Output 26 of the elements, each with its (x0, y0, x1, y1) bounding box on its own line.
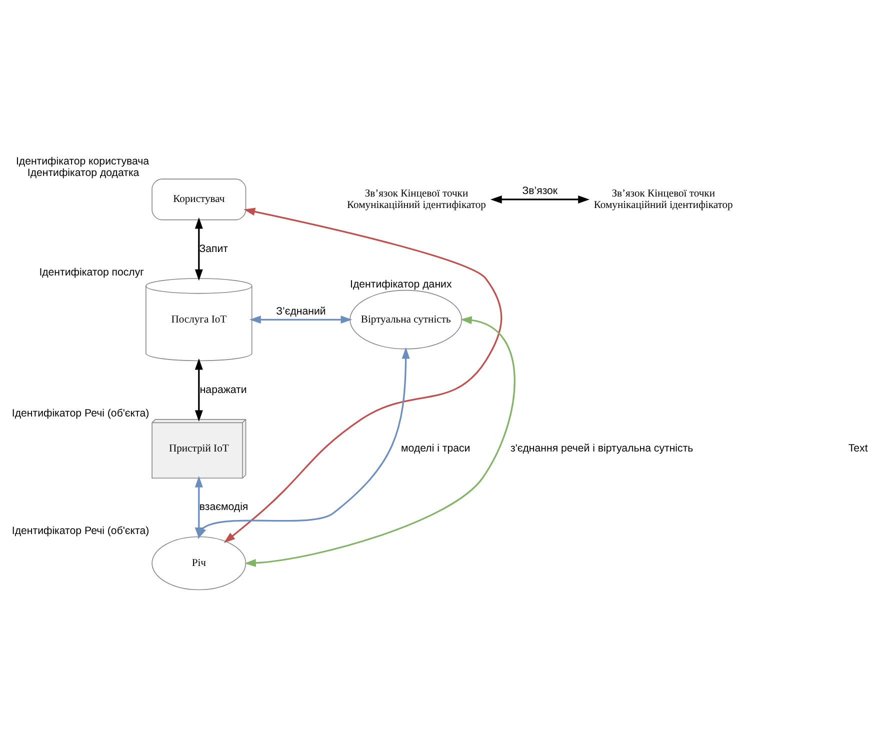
edge-label: Зв’язок (522, 184, 558, 197)
node-text: Зв’язок Кінцевої точки Комунікаційний ідентифікатор (346, 188, 486, 210)
arrow (198, 346, 410, 539)
arrow (194, 358, 203, 422)
edge-label: моделі і траси (401, 442, 470, 454)
node-label: Ідентифікатор додатка (27, 166, 140, 179)
arrow (490, 194, 590, 203)
label: Text (848, 442, 868, 454)
node-label: Ідентифікатор користувача (16, 155, 150, 168)
edge-label: взаємодія (199, 500, 248, 513)
node-ellipse: Віртуальна сутність (350, 289, 462, 349)
node-label: Ідентифікатор Речі (об'єкта) (12, 407, 150, 420)
node-ellipse: Річ (152, 536, 246, 590)
node-label: Ідентифікатор Речі (об'єкта) (12, 524, 150, 536)
edge-label: Запит (199, 242, 228, 254)
edge-label: наражати (200, 383, 247, 396)
node-label: Ідентифікатор даних (350, 278, 452, 290)
arrow (249, 315, 352, 324)
edge-label: з'єднання речей і віртуальна сутність (510, 442, 694, 454)
node-label: Ідентифікатор послуг (39, 266, 144, 278)
edge-label: З’єднаний (276, 304, 326, 317)
node-box: Користувач (152, 178, 246, 220)
arrow (244, 316, 516, 566)
arrow (224, 207, 502, 543)
arrow (194, 216, 203, 280)
node-text: Зв’язок Кінцевої точки Комунікаційний ідентифікатор (594, 188, 733, 210)
